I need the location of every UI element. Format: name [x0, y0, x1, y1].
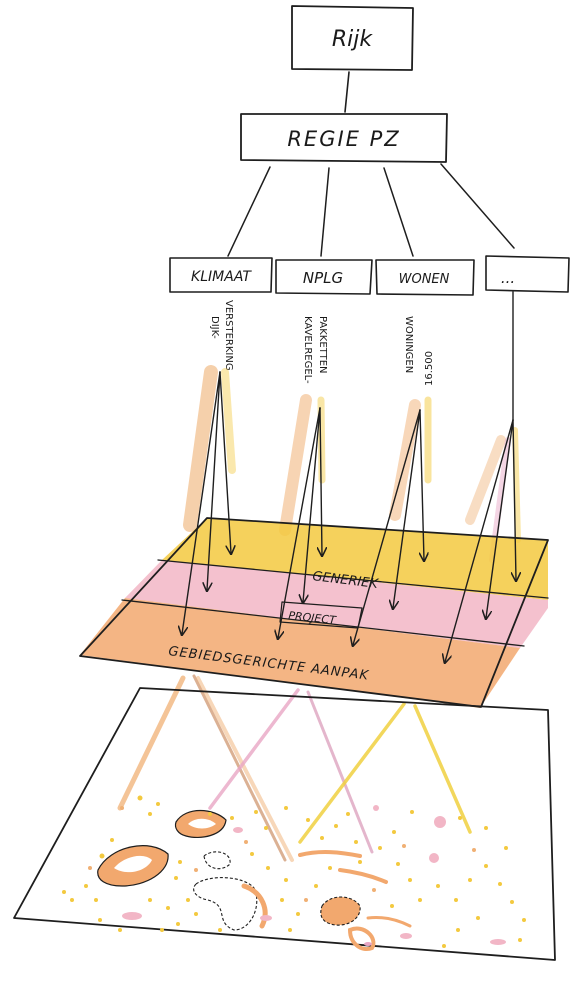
map-area-3: [203, 851, 231, 870]
annotation-klimaat-line1: DIJK-: [209, 316, 220, 339]
arrows-nplg: [278, 407, 322, 638]
annotation-nplg-line1: KAVELREGEL-: [302, 316, 313, 384]
layer-divider-2: [121, 599, 525, 647]
annotation-nplg-line2: PAKKETTEN: [317, 316, 328, 374]
annotation-wonen-line1: WONINGEN: [403, 316, 414, 373]
arrows-klimaat: [182, 371, 231, 634]
program-box-more: ...: [485, 255, 570, 293]
layer-project: [125, 560, 548, 648]
arrows-more: [445, 291, 516, 662]
program-box-klimaat: KLIMAAT: [169, 257, 273, 293]
map-area-4: [193, 877, 258, 931]
regie-pz-box: REGIE PZ: [240, 113, 448, 163]
regie-pz-label: REGIE PZ: [287, 127, 400, 151]
program-label-nplg: NPLG: [303, 269, 343, 287]
layer-gebiedsgericht: [80, 598, 520, 708]
arrows-wonen: [353, 409, 424, 645]
map-trails: [117, 674, 472, 862]
program-label-wonen: WONEN: [399, 272, 450, 287]
colored-trails: [183, 365, 521, 563]
layer-label-project: PROJECT: [288, 609, 338, 627]
annotation-klimaat-line2: VERSTERKING: [223, 300, 234, 371]
program-box-wonen: WONEN: [375, 259, 475, 296]
base-map: [13, 687, 556, 961]
regie-branches: [227, 163, 515, 257]
layer-stack: [79, 517, 549, 708]
program-label-more: ...: [501, 269, 515, 287]
layer-generiek: [162, 518, 548, 600]
annotation-wonen-line2: 16.500: [424, 351, 435, 386]
program-label-klimaat: KLIMAAT: [191, 269, 252, 285]
rijk-label: Rijk: [332, 27, 374, 52]
rijk-to-regie-connector: [344, 71, 350, 113]
annotation-woningen: WONINGEN 16.500: [403, 316, 435, 386]
rijk-box: Rijk: [291, 5, 414, 71]
map-area-5: [320, 896, 361, 926]
layer-divider-1: [157, 559, 549, 599]
program-box-nplg: NPLG: [275, 259, 373, 295]
annotation-dijkversterking: DIJK- VERSTERKING: [209, 300, 234, 371]
annotation-kavelregelpakketten: KAVELREGEL- PAKKETTEN: [302, 316, 328, 384]
